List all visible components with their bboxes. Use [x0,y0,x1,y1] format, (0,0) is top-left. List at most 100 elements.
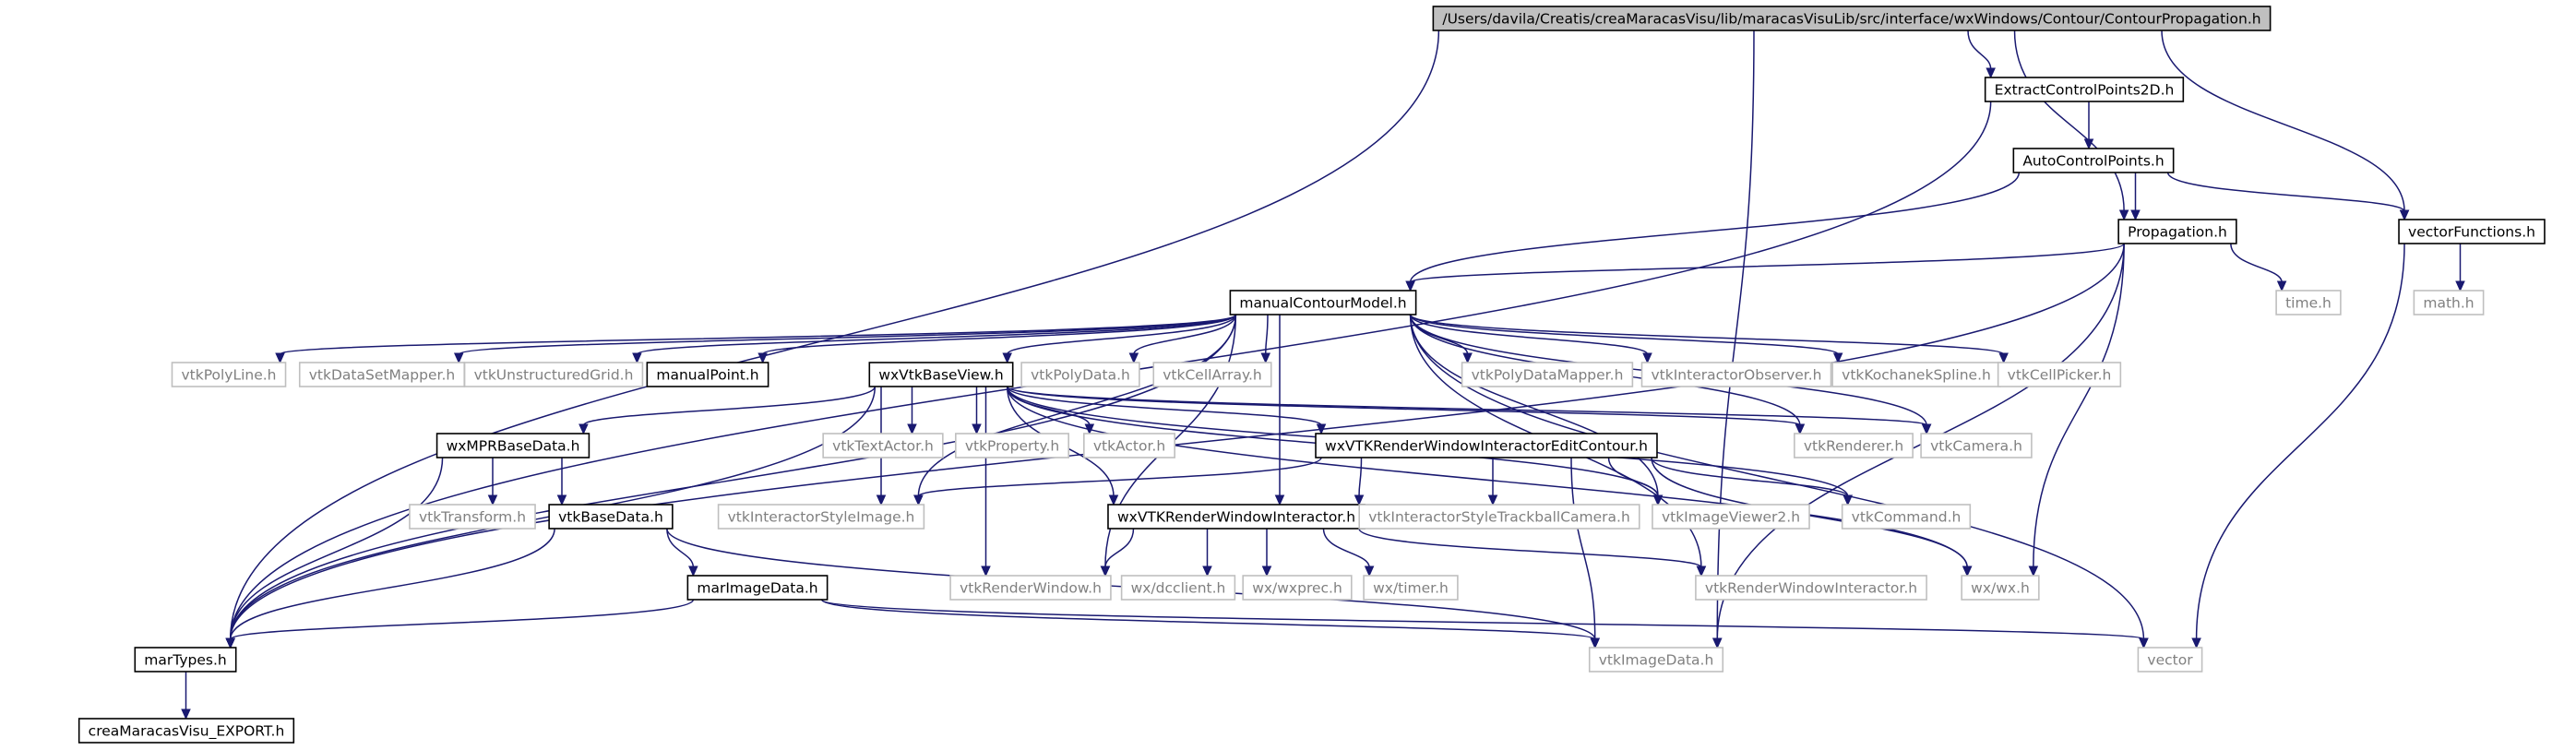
edge-mcm-to-vtkunstructuredgrid [636,314,1237,355]
edge-arrowhead [1832,352,1843,364]
node-vecfn[interactable]: vectorFunctions.h [2398,219,2546,244]
edge-arrowhead [2028,565,2039,577]
edge-mcm-to-vtkinteractorobserver [1409,314,1649,355]
edge-arrowhead [907,423,917,435]
node-vtkpolydata: vtkPolyData.h [1020,362,1140,387]
node-box [1461,362,1634,387]
node-box [955,433,1069,458]
edge-mcm-to-vtkinteractorstyleimage [917,314,1237,497]
edge-root-to-extract [1967,30,1992,70]
node-vtkbasedata[interactable]: vtkBaseData.h [548,504,674,530]
node-wxmprbasedata[interactable]: wxMPRBaseData.h [435,433,590,458]
node-vtkdatasetmapper: vtkDataSetMapper.h [298,362,466,387]
node-label: vtkRenderWindowInteractor.h [1705,580,1917,597]
edge-mcm-to-vtkdatasetmapper [458,314,1237,355]
edge-arrowhead [225,637,235,649]
edge-mcm-to-vtkpolydata [1133,314,1237,355]
edge-wxvtkbaseview-to-wxmprbasedata [582,386,877,426]
edge-wxvtkrwiec-to-wxvtkrwi [1358,457,1363,497]
node-box [1640,362,1832,387]
edge-mcm-to-wxvtkbaseview [1006,314,1237,355]
edge-arrowhead [688,565,698,577]
node-label: vtkCellArray.h [1163,367,1262,384]
node-box [1997,362,2122,387]
edge-arrowhead [913,494,924,506]
edge-wxvtkbaseview-to-vtkcamera [1006,386,1927,426]
node-vtkpolyline: vtkPolyLine.h [171,362,287,387]
edge-wxvtkrwi-to-vtkrenderwindow [1104,528,1135,568]
edge-marimagedata-to-vector [820,599,2145,640]
node-box [822,433,944,458]
node-prop[interactable]: Propagation.h [2117,219,2237,244]
edge-wxvtkbaseview-to-wxvtkrwiec [1006,386,1322,426]
node-wxvtkrwiec[interactable]: wxVTKRenderWindowInteractorEditContour.h [1315,433,1658,458]
node-label: wxVtkBaseView.h [878,367,1003,384]
node-label: wx/wx.h [1971,580,2030,597]
node-box [1107,504,1366,530]
node-export[interactable]: creaMaracasVisu_EXPORT.h [78,718,295,744]
node-label: vtkCellPicker.h [2008,367,2112,384]
edge-arrowhead [453,352,464,364]
node-box [1020,362,1140,387]
node-math: math.h [2413,290,2485,315]
node-vtkcamera: vtkCamera.h [1920,433,2033,458]
node-auto[interactable]: AutoControlPoints.h [2012,148,2175,173]
node-label: wx/wxprec.h [1252,580,1342,597]
edge-arrowhead [2083,138,2094,150]
node-box [1794,433,1914,458]
node-martypes[interactable]: marTypes.h [134,647,237,673]
node-box [78,718,295,744]
edge-vtkbasedata-to-martypes [229,528,555,640]
node-label: vtkProperty.h [965,438,1059,455]
node-vtktextactor: vtkTextActor.h [822,433,944,458]
node-vtkactor: vtkActor.h [1083,433,1175,458]
node-label: wxMPRBaseData.h [447,438,580,455]
node-box [1588,647,1724,673]
edge-arrowhead [2399,209,2410,221]
edge-arrowhead [972,423,982,435]
node-vector: vector [2137,647,2203,673]
node-vtkinteractorstyleimage: vtkInteractorStyleImage.h [717,504,925,530]
node-label: vtkImageData.h [1599,652,1714,669]
node-label: vtkRenderWindow.h [960,580,1102,597]
node-wxtimer: wx/timer.h [1363,575,1459,601]
edge-arrowhead [876,494,887,506]
node-time: time.h [2275,290,2342,315]
node-box [409,504,536,530]
edge-mcm-to-vtkimageviewer2 [1409,314,1659,497]
node-wxvtkbaseview[interactable]: wxVtkBaseView.h [868,362,1014,387]
edge-arrowhead [1487,494,1498,506]
edge-arrowhead [1260,352,1271,364]
node-root[interactable]: /Users/davila/Creatis/creaMaracasVisu/li… [1432,6,2272,31]
edge-arrowhead [1128,352,1139,364]
node-box [1315,433,1658,458]
node-label: marTypes.h [144,652,226,669]
node-label: vtkCamera.h [1930,438,2022,455]
node-extract[interactable]: ExtractControlPoints2D.h [1984,77,2185,102]
node-box [686,575,829,601]
edge-arrowhead [757,352,768,364]
node-box [171,362,287,387]
node-wxvtkrwi[interactable]: wxVTKRenderWindowInteractor.h [1107,504,1366,530]
edge-wxvtkrwi-to-wxtimer [1322,528,1370,568]
node-label: manualContourModel.h [1239,295,1406,312]
nodes-layer: /Users/davila/Creatis/creaMaracasVisu/li… [78,6,2546,744]
node-box [1984,77,2185,102]
edge-arrowhead [181,708,191,720]
node-box [1920,433,2033,458]
node-label: wx/dcclient.h [1131,580,1226,597]
node-mcm[interactable]: manualContourModel.h [1229,290,1417,315]
edge-root-to-vecfn [2161,30,2405,212]
edge-arrowhead [632,352,642,364]
node-vtkimagedata: vtkImageData.h [1588,647,1724,673]
edge-arrowhead [1462,352,1473,364]
node-label: vtkBaseData.h [558,509,663,526]
edge-arrowhead [1642,352,1652,364]
node-marimagedata[interactable]: marImageData.h [686,575,829,601]
node-box [2413,290,2485,315]
node-label: wx/timer.h [1373,580,1449,597]
edge-prop-to-mcm [1409,243,2125,283]
node-vtkunstructuredgrid: vtkUnstructuredGrid.h [463,362,644,387]
edge-arrowhead [2455,280,2465,292]
node-manualpoint[interactable]: manualPoint.h [646,362,769,387]
